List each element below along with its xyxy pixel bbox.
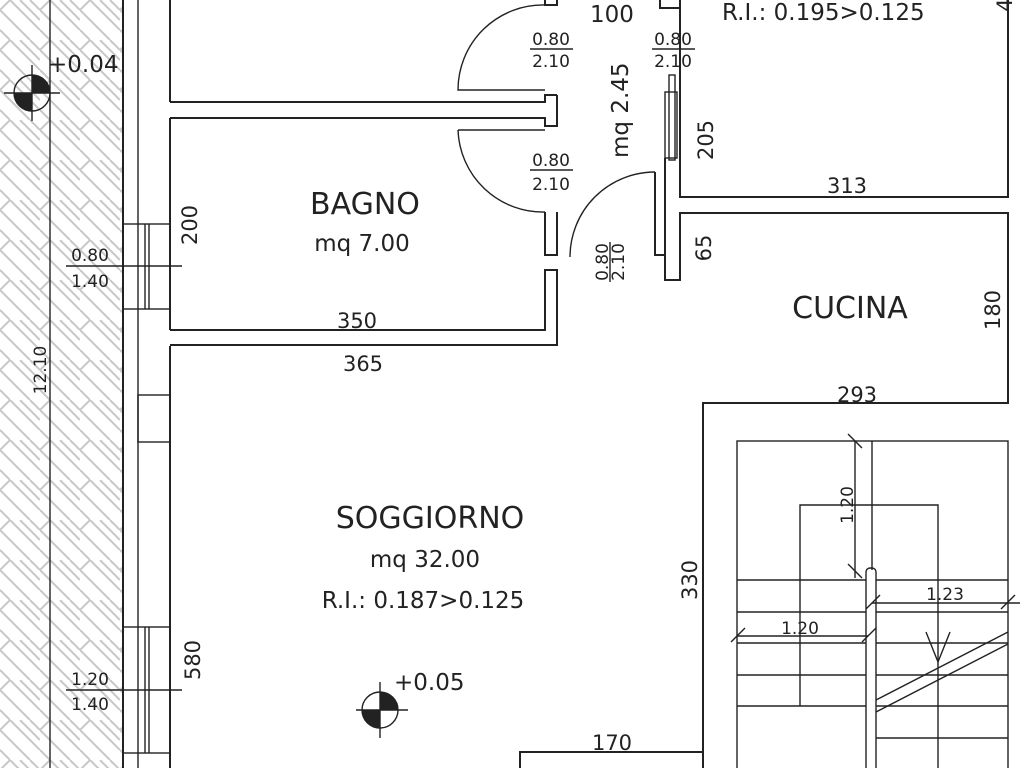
dim-12-10: 12.10 [31,346,51,395]
staircase [730,433,1020,768]
sliding-door [664,74,678,161]
ri-soggiorno: R.I.: 0.187>0.125 [322,588,525,614]
dim-180: 180 [981,290,1005,330]
door-swing-corridor [569,171,656,258]
level-top: +0.04 [48,52,118,78]
window-bagno [66,223,182,310]
stair-dim-vertical: 1.20 [838,486,858,524]
window-label-bagno: 0.80 1.40 [71,246,109,292]
door-swing-bagno [457,129,546,213]
dim-365: 365 [343,352,383,376]
svg-text:2.10: 2.10 [532,175,570,195]
door-label-top: 0.80 2.10 [530,30,573,72]
dim-200: 200 [178,205,202,245]
ri-top-right: R.I.: 0.195>0.125 [722,0,925,26]
svg-text:1.20: 1.20 [71,670,109,690]
dim-330: 330 [678,560,702,600]
room-name-bagno: BAGNO [310,187,420,222]
svg-text:0.80: 0.80 [593,243,613,281]
level-soggiorno: +0.05 [394,670,464,696]
dim-350: 350 [337,309,377,333]
svg-text:2.10: 2.10 [654,52,692,72]
window-soggiorno [66,626,182,754]
room-area-soggiorno: mq 32.00 [370,547,480,573]
stair-dim-left: 1.20 [781,619,819,639]
dim-293: 293 [837,383,877,407]
room-name-soggiorno: SOGGIORNO [336,501,525,536]
dim-205: 205 [694,120,718,160]
door-label-sliding: 0.80 2.10 [652,30,695,72]
window-label-soggiorno: 1.20 1.40 [71,670,109,715]
stair-dim-right: 1.23 [926,585,964,605]
dim-170: 170 [592,731,632,755]
left-wall [122,0,171,768]
room-name-cucina: CUCINA [792,291,908,326]
door-label-bagno: 0.80 2.10 [530,151,573,195]
corridor-area: mq 2.45 [608,62,634,158]
level-marker-top: +0.04 [4,52,118,121]
svg-text:0.80: 0.80 [654,30,692,50]
interior-walls [170,0,1009,768]
dim-edge-partial: 4 [993,0,1017,12]
door-swing-top [457,4,546,91]
svg-text:1.40: 1.40 [71,272,109,292]
svg-text:2.10: 2.10 [609,243,629,281]
svg-text:0.80: 0.80 [532,30,570,50]
svg-text:1.40: 1.40 [71,695,109,715]
svg-text:0.80: 0.80 [532,151,570,171]
level-marker-soggiorno: +0.05 [356,670,464,738]
exterior-hatch [0,0,122,768]
dim-313: 313 [827,174,867,198]
door-label-corridor: 0.80 2.10 [593,242,629,282]
dim-65: 65 [692,235,716,262]
svg-text:2.10: 2.10 [532,52,570,72]
svg-text:0.80: 0.80 [71,246,109,266]
room-area-bagno: mq 7.00 [314,231,410,257]
dim-corridor-100: 100 [590,2,634,28]
dim-580: 580 [181,640,205,680]
